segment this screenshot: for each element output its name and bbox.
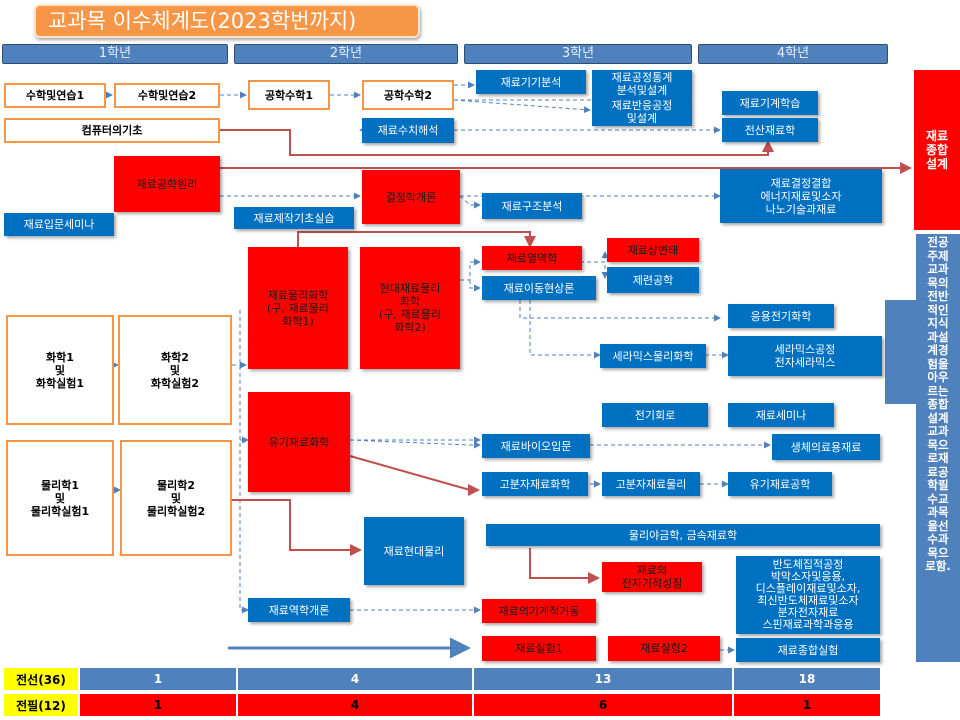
course-chem1: 화학1 및 화학실험1: [6, 315, 114, 425]
course-metallurgy: 물리야금학, 금속재료학: [486, 524, 880, 546]
course-mechanics-intro: 재료역학개론: [248, 598, 350, 622]
year-header-2: 2학년: [234, 44, 458, 64]
course-mechlearn: 재료기계학습: [722, 91, 818, 115]
required-credit-label: 전필(12): [4, 694, 78, 716]
course-bonding: 재료결정결합 에너지재료및소자 나노기술과재료: [720, 169, 882, 223]
elective-credit-label: 전선(36): [4, 668, 78, 690]
course-reaction: 재료반응공정 및설계: [592, 98, 692, 126]
course-phys1: 물리학1 및 물리학실험1: [6, 440, 114, 556]
course-engmath1: 공학수학1: [248, 80, 330, 110]
year-header-1: 1학년: [2, 44, 228, 64]
course-electrochem: 응용전기화학: [728, 304, 834, 328]
course-fabrication: 재료제작기초실습: [234, 207, 354, 229]
course-labcomp: 재료종합실험: [736, 638, 880, 662]
course-math1: 수학및연습1: [4, 83, 106, 108]
course-seminar: 재료세미나: [728, 403, 834, 427]
course-numerical: 재료수치해석: [362, 118, 454, 143]
course-lab2: 재료실험2: [608, 636, 720, 661]
course-ceramicphys: 세라믹스물리화학: [600, 344, 706, 368]
course-refining: 제련공학: [607, 267, 699, 293]
course-seminar-intro: 재료입문세미나: [4, 213, 114, 236]
elective-credit-year1: 1: [80, 668, 236, 690]
required-credit-year3: 6: [474, 694, 732, 716]
course-engmath2: 공학수학2: [362, 80, 454, 110]
course-instrument: 재료기기분석: [476, 70, 586, 94]
course-circuit: 전기회로: [602, 403, 708, 427]
course-polyphys: 고분자재료물리: [602, 472, 700, 496]
course-physchem1: 재료물리화학 (구, 재료물리 화학1): [248, 247, 348, 369]
year-header-4: 4학년: [698, 44, 888, 64]
design-note: 전공주제교과목의전반적인지식과설계경험을아우르는종합설계교과목으로재료공학필수교…: [916, 234, 960, 662]
course-thermo: 재료열역학: [482, 246, 582, 270]
course-phys2: 물리학2 및 물리학실험2: [120, 440, 232, 556]
course-polychem: 고분자재료화학: [482, 472, 588, 496]
elective-credit-year3: 13: [474, 668, 732, 690]
elective-credit-year2: 4: [238, 668, 472, 690]
course-organiceng: 유기재료공학: [728, 472, 832, 496]
course-computational: 전산재료학: [722, 118, 818, 142]
course-biomed: 생체의료용재료: [772, 434, 880, 460]
course-ceramicproc: 세라믹스공정 전자세라믹스: [728, 336, 882, 376]
course-modernmat: 재료현대물리: [364, 517, 464, 585]
course-stats: 재료공정통계 분석및설계: [592, 70, 692, 98]
course-computer: 컴퓨터의기초: [4, 118, 220, 143]
course-design: 재료 종합 설계: [914, 70, 960, 230]
course-math2: 수학및연습2: [114, 83, 220, 108]
course-transport: 재료이동현상론: [482, 276, 596, 300]
course-organic: 유기재료화학: [248, 392, 350, 492]
course-phase: 재료상변태: [607, 238, 699, 262]
course-mechbehavior: 재료의기계적거동: [482, 599, 596, 623]
course-structure: 재료구조분석: [482, 193, 582, 219]
course-crystal: 결정학개론: [362, 170, 460, 224]
course-electronic: 재료의 전자기적성질: [602, 562, 702, 592]
page-title: 교과목 이수체계도(2023학번까지): [34, 4, 420, 38]
year-header-3: 3학년: [464, 44, 692, 64]
course-chem2: 화학2 및 화학실험2: [118, 315, 232, 425]
course-modernphys: 현대재료물리 화학 (구, 재료물리 화학2): [360, 247, 460, 369]
required-credit-year4: 1: [734, 694, 880, 716]
elective-credit-year4: 18: [734, 668, 880, 690]
course-principles: 재료공학원리: [114, 156, 220, 212]
course-bio-intro: 재료바이오입문: [482, 434, 590, 458]
required-credit-year2: 4: [238, 694, 472, 716]
course-semicon: 반도체집적공정 박막소자및응용, 디스플레이재료및소자, 최신반도체재료및소자 …: [736, 556, 880, 634]
course-lab1: 재료실험1: [482, 636, 596, 661]
required-credit-year1: 1: [80, 694, 236, 716]
